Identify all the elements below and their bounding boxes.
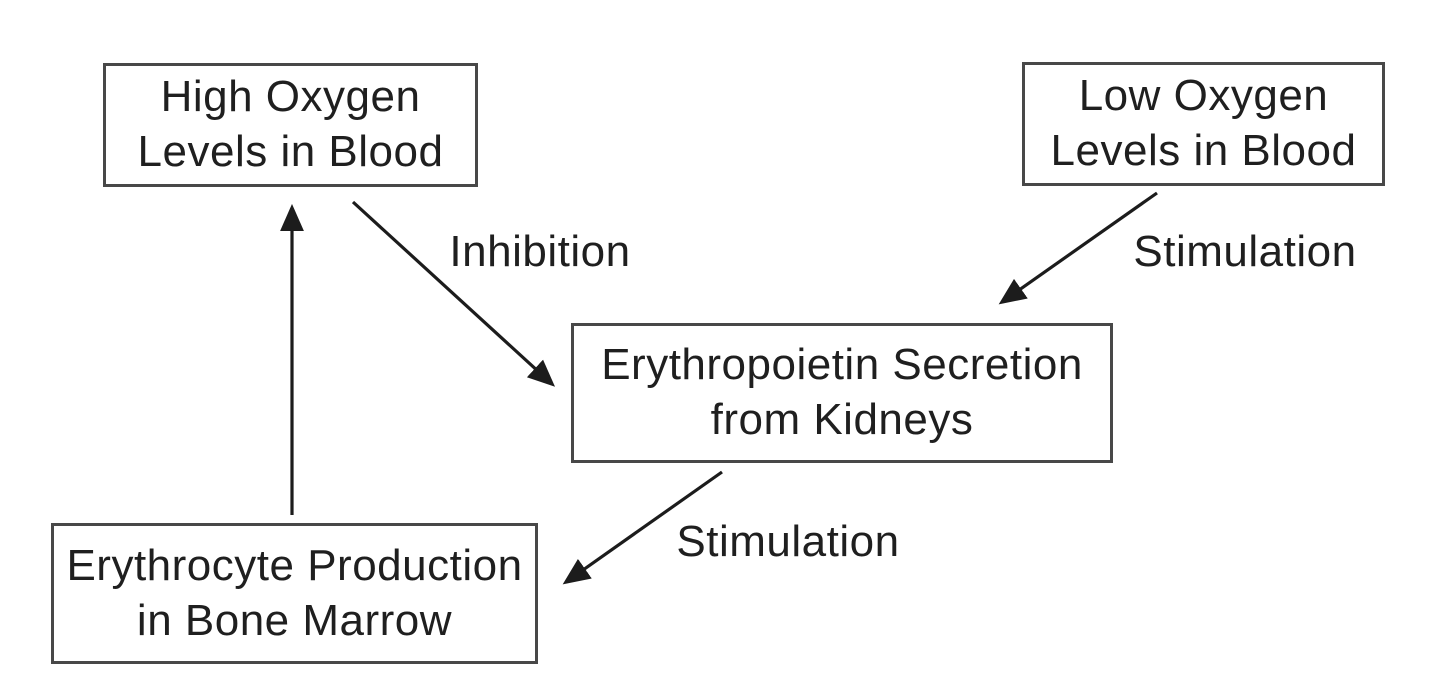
edge-label-stimulation-epo: Stimulation bbox=[676, 517, 900, 566]
edge-label-stimulation-low-oxygen: Stimulation bbox=[1133, 227, 1357, 276]
arrow-high-oxygen-to-epo-inhibition bbox=[351, 200, 556, 387]
node-erythrocyte-production: Erythrocyte Production in Bone Marrow bbox=[51, 523, 538, 664]
node-high-oxygen-levels: High Oxygen Levels in Blood bbox=[103, 63, 478, 187]
node-erythropoietin-secretion: Erythropoietin Secretion from Kidneys bbox=[571, 323, 1113, 463]
arrow-low-oxygen-to-epo-stimulation bbox=[998, 191, 1158, 305]
edge-label-inhibition: Inhibition bbox=[449, 227, 631, 276]
node-low-oxygen-levels: Low Oxygen Levels in Blood bbox=[1022, 62, 1385, 186]
arrow-epo-to-erythrocyte-stimulation bbox=[562, 470, 723, 585]
